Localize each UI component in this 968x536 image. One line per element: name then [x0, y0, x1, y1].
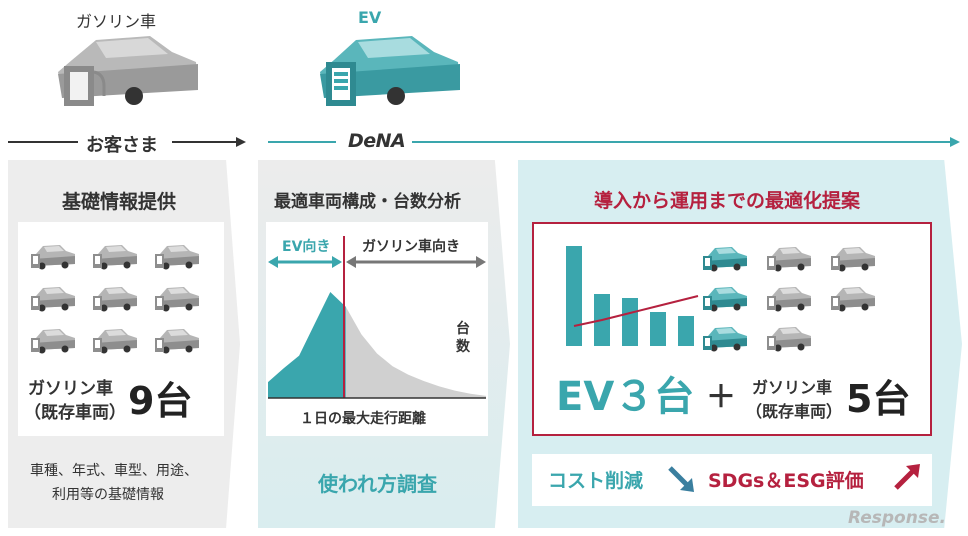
watermark: Response.	[848, 508, 946, 528]
gasoline-car-icon	[28, 240, 78, 272]
benefits-box	[532, 454, 932, 506]
gasoline-car-heading: ガソリン車	[76, 12, 157, 31]
gasoline-range-label: ガソリン車向き	[362, 239, 460, 255]
ev-result: EV３台	[556, 374, 695, 420]
bar	[622, 298, 638, 346]
trend-line	[573, 295, 699, 327]
panel1-existing-label: （既存車両）	[24, 403, 126, 423]
gasoline-car-icon	[28, 324, 78, 356]
panel1-title: 基礎情報提供	[62, 191, 177, 213]
ev-heading: EV	[358, 8, 382, 27]
gasoline-car-icon	[828, 242, 878, 274]
gasoline-car-icon	[764, 242, 814, 274]
panel1-count: 9台	[128, 379, 193, 423]
gasoline-car-icon	[152, 324, 202, 356]
bar	[678, 316, 694, 346]
gasoline-car-icon	[90, 324, 140, 356]
panel2-title: 最適車両構成・台数分析	[274, 192, 461, 212]
down-trend-arrow-icon	[668, 466, 694, 492]
gasoline-car-icon	[764, 282, 814, 314]
ev-suitable-area	[268, 292, 346, 398]
ev-range-label: EV向き	[282, 239, 331, 255]
gasoline-car-icon	[28, 282, 78, 314]
ev-car-icon	[700, 242, 750, 274]
gasoline-car-icon	[764, 322, 814, 354]
ev-car-icon	[700, 282, 750, 314]
bar	[566, 246, 582, 346]
ev-car-icon	[700, 322, 750, 354]
x-axis-label: １日の最大走行距離	[300, 411, 426, 427]
plus-sign: ＋	[706, 380, 736, 415]
panel3-gasoline-label: ガソリン車	[752, 378, 833, 397]
gasoline-car-icon	[90, 240, 140, 272]
panel2-card	[266, 222, 488, 436]
panel1-gasoline-label: ガソリン車	[28, 379, 113, 399]
panel3-title: 導入から運用までの最適化提案	[594, 190, 861, 212]
customer-label: お客さま	[86, 135, 158, 156]
company-logo: DeNA	[348, 130, 406, 152]
panel3-existing-label: （既存車両）	[746, 402, 843, 421]
gasoline-car-icon	[152, 240, 202, 272]
gasoline-car-icon	[152, 282, 202, 314]
bar	[650, 312, 666, 346]
panel2-footer: 使われ方調査	[318, 472, 437, 496]
sdgs-esg-label: SDGs＆ESG評価	[708, 470, 864, 492]
gasoline-car-icon	[90, 282, 140, 314]
gasoline-suitable-area	[345, 306, 486, 398]
panel3-gasoline-count: 5台	[846, 377, 911, 421]
y-axis-label: 台数	[456, 321, 470, 355]
gasoline-car-icon	[828, 282, 878, 314]
panel1-footer-line1: 車種、年式、車型、用途、	[30, 463, 198, 479]
panel1-footer-line2: 利用等の基礎情報	[52, 487, 164, 503]
cost-reduction-label: コスト削減	[548, 470, 644, 492]
up-trend-arrow-icon	[894, 464, 920, 490]
